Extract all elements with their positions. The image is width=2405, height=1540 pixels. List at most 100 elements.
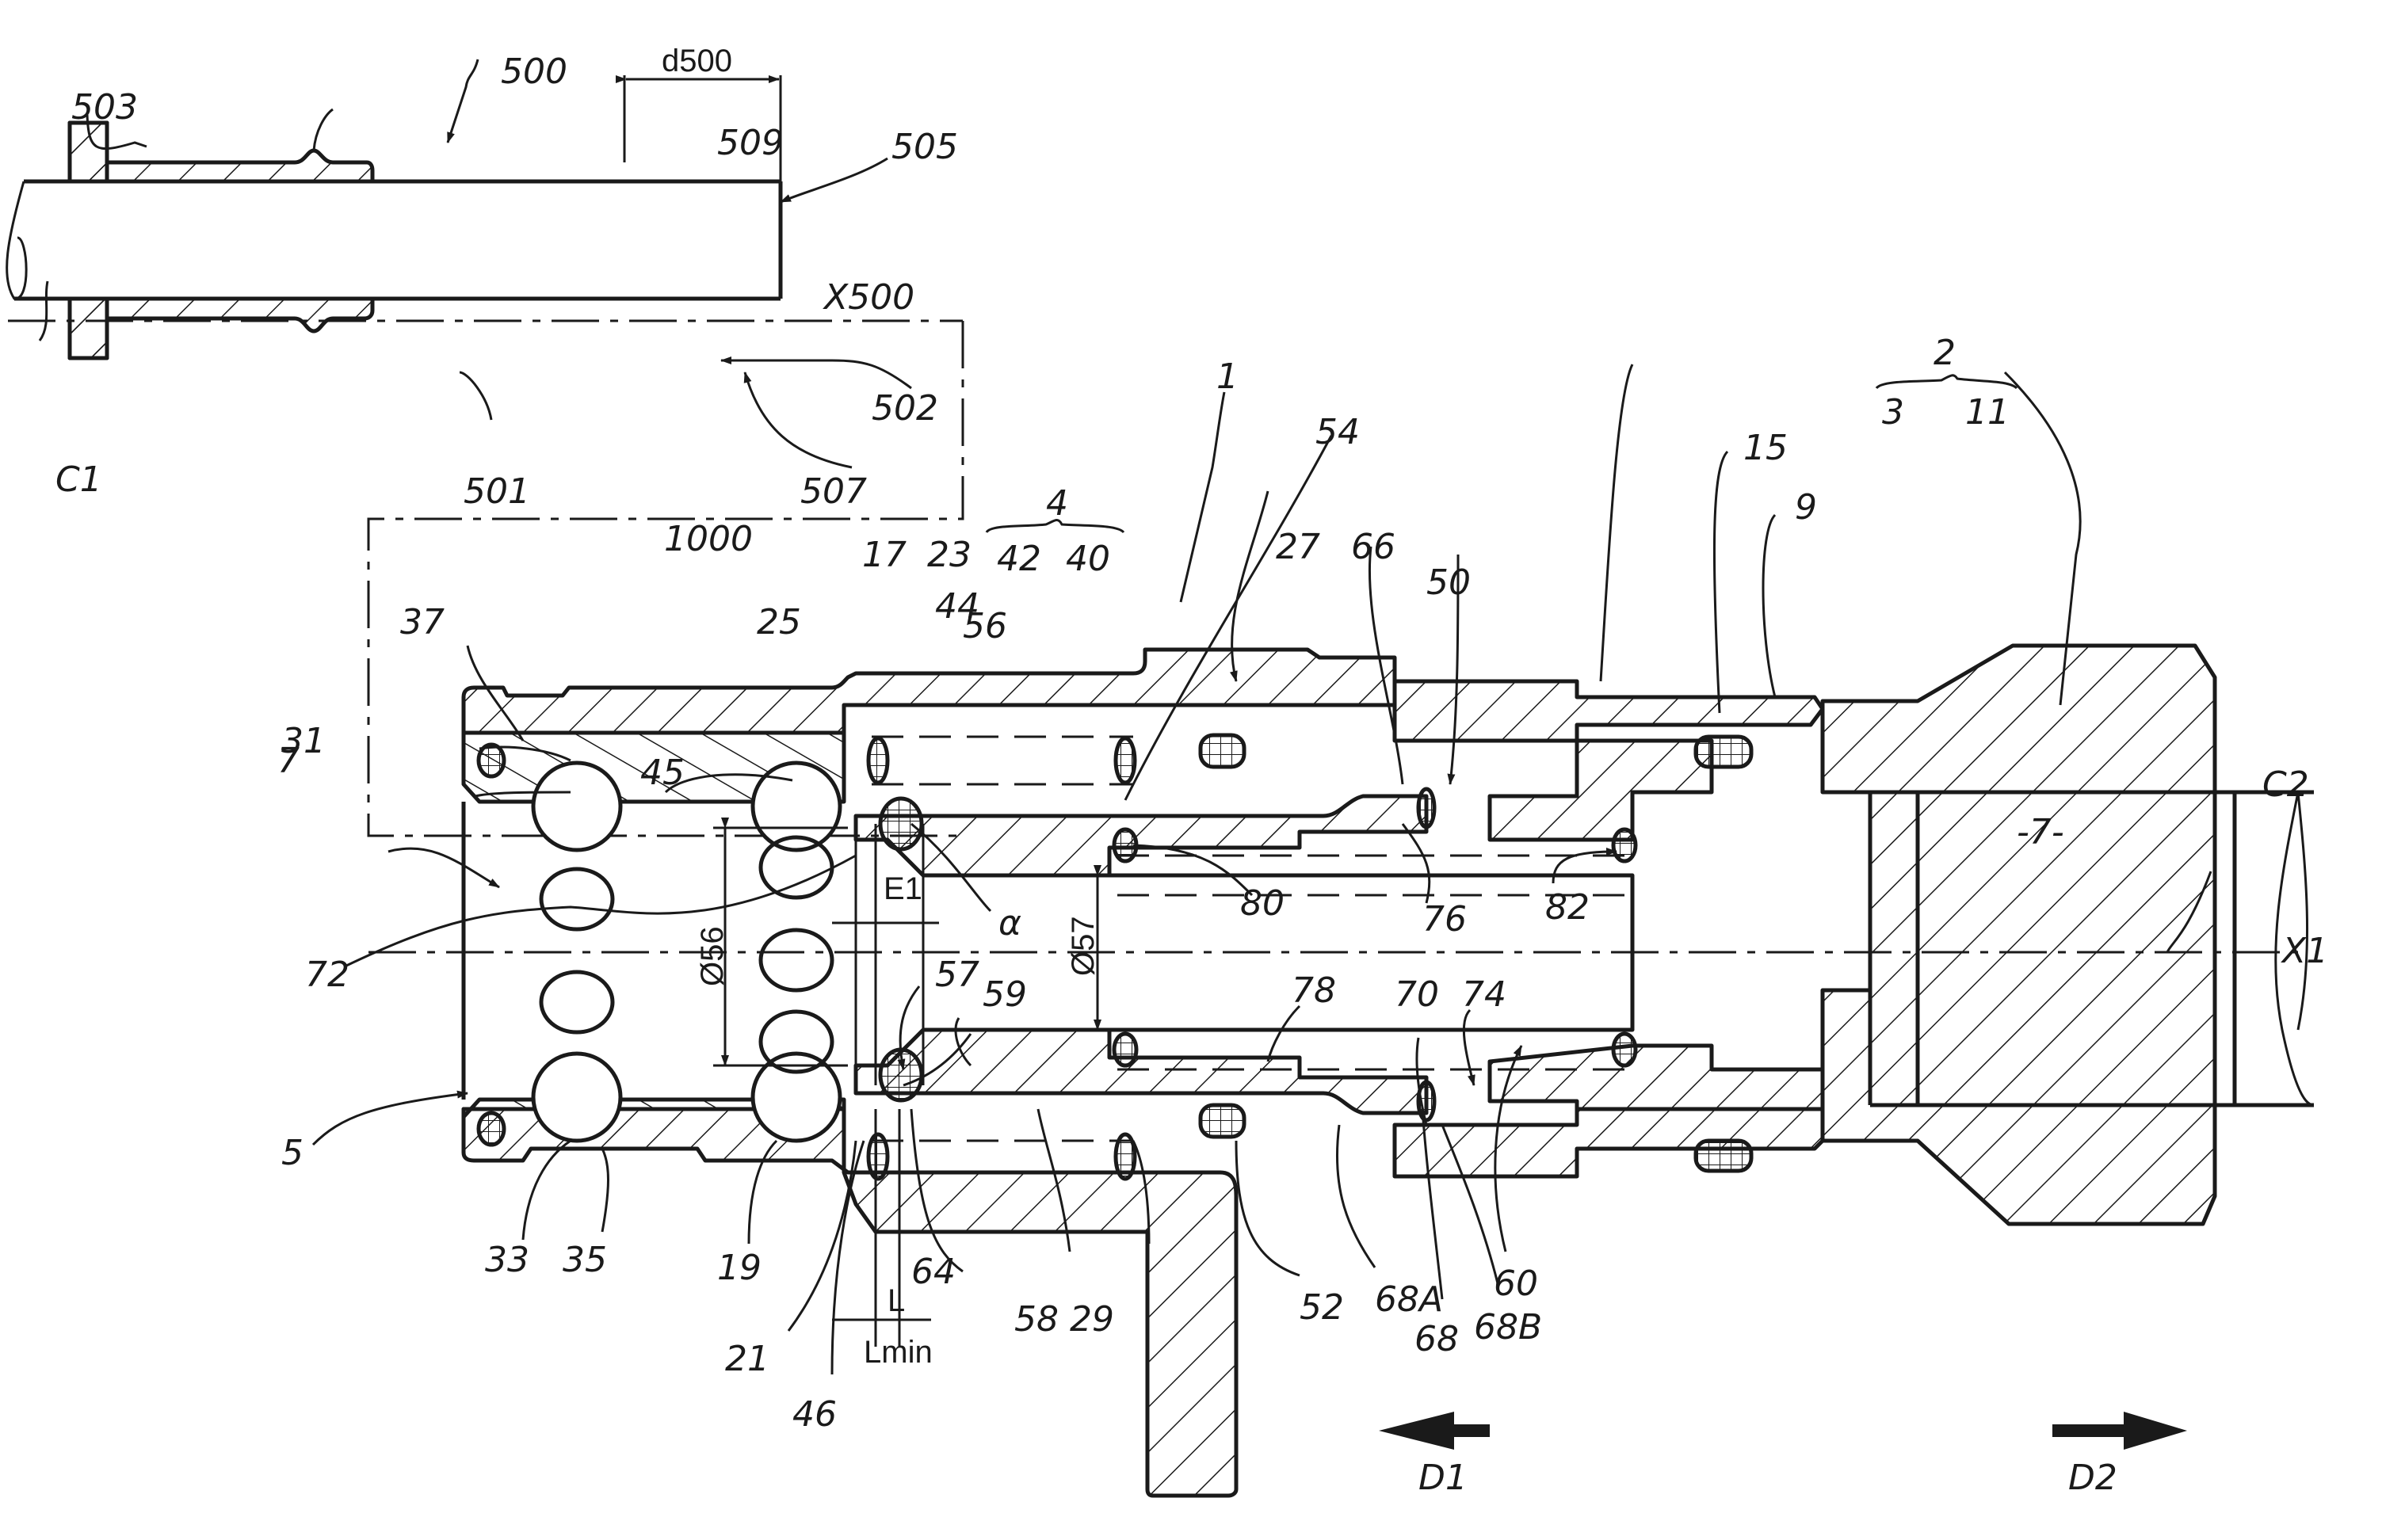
label-1000: 1000 <box>664 519 753 559</box>
label-501: 501 <box>464 471 530 512</box>
label-17: 17 <box>862 535 907 575</box>
label-70: 70 <box>1395 974 1439 1015</box>
label-42: 42 <box>997 539 1041 579</box>
leader-lines <box>38 59 2212 1375</box>
coupling-assembly <box>367 75 2315 1498</box>
label-inner-7: -7- <box>2017 812 2064 852</box>
body-17-bottom <box>461 1107 1239 1498</box>
label-57: 57 <box>935 955 979 995</box>
label-d500: d500 <box>662 44 732 78</box>
label-l: L <box>888 1283 905 1318</box>
label-5: 5 <box>281 1133 303 1173</box>
label-23: 23 <box>927 535 972 575</box>
seal-52-top <box>1198 733 1246 769</box>
label-dia57: Ø57 <box>1066 916 1101 976</box>
label-e1: E1 <box>884 871 922 906</box>
label-68b: 68B <box>1474 1307 1542 1348</box>
label-d2: D2 <box>2068 1458 2117 1498</box>
label-54: 54 <box>1315 412 1360 452</box>
label-509: 509 <box>717 123 784 163</box>
ball-19-bottom <box>750 1051 842 1143</box>
label-52: 52 <box>1300 1287 1344 1328</box>
valve-seat-60-top <box>1487 738 1714 842</box>
label-45: 45 <box>640 753 685 793</box>
body-3-bottom <box>1392 1107 1825 1179</box>
label-x500: X500 <box>823 277 914 318</box>
ball-33-bottom <box>531 1051 623 1143</box>
label-46: 46 <box>792 1394 837 1435</box>
label-35: 35 <box>563 1240 607 1280</box>
valve-sleeve-40-bottom <box>853 1027 1429 1115</box>
direction-arrow-d2 <box>2052 1412 2187 1450</box>
label-alpha: α <box>998 903 1021 943</box>
label-3: 3 <box>1882 392 1904 433</box>
label-80: 80 <box>1240 883 1285 924</box>
label-66: 66 <box>1351 527 1395 567</box>
label-82: 82 <box>1545 887 1590 928</box>
label-1: 1 <box>1216 356 1239 397</box>
body-17-top <box>461 647 1397 735</box>
label-21: 21 <box>725 1339 769 1379</box>
label-9: 9 <box>1795 487 1817 528</box>
pipe-break-left <box>6 181 28 300</box>
label-76: 76 <box>1422 899 1467 940</box>
label-31: 31 <box>281 721 326 761</box>
seal-15-top <box>1693 734 1754 769</box>
seal-78-bottom-left <box>1112 1031 1139 1068</box>
spring-29-coil-top-left <box>866 736 890 785</box>
seal-68 <box>1416 787 1437 829</box>
brace-2 <box>1875 374 2018 390</box>
label-60: 60 <box>1494 1264 1538 1304</box>
label-502: 502 <box>872 388 938 429</box>
pipe-c2-break <box>2274 791 2315 1107</box>
seal-52-bottom <box>1198 1103 1246 1139</box>
seal-31-top <box>476 742 506 779</box>
flange-503-bottom <box>67 296 109 360</box>
body-3-top <box>1392 679 1825 743</box>
label-58: 58 <box>1014 1299 1059 1340</box>
spring-29-coil-top-right <box>1113 736 1137 785</box>
end-piece-bottom-wall <box>67 296 375 360</box>
end-piece-500-outline <box>67 120 109 360</box>
label-68a: 68A <box>1375 1279 1443 1320</box>
seal-80 <box>1112 827 1139 863</box>
label-503: 503 <box>71 87 138 128</box>
cage-hole <box>539 867 615 932</box>
cage-hole <box>758 1009 834 1074</box>
label-x1: X1 <box>2281 931 2328 971</box>
seal-82 <box>1611 827 1638 863</box>
seal-78-bottom-right <box>1611 1031 1638 1068</box>
spring-29-coil-bot-right <box>1113 1132 1137 1181</box>
seal-31-bottom <box>476 1111 506 1147</box>
flange-503-top <box>67 120 109 184</box>
label-c2: C2 <box>2262 764 2309 805</box>
label-68: 68 <box>1414 1319 1459 1359</box>
ball-33-top <box>531 760 623 852</box>
label-50: 50 <box>1426 562 1471 603</box>
label-19: 19 <box>717 1248 762 1288</box>
label-lmin: Lmin <box>864 1335 933 1370</box>
brace-4 <box>985 519 1125 534</box>
label-59: 59 <box>983 974 1027 1015</box>
valve-sleeve-40-top <box>853 794 1429 878</box>
label-72: 72 <box>305 955 349 995</box>
label-2: 2 <box>1934 333 1956 373</box>
label-505: 505 <box>891 127 958 167</box>
label-37: 37 <box>400 602 445 642</box>
label-c1: C1 <box>55 459 102 500</box>
label-15: 15 <box>1743 428 1788 468</box>
label-dia56: Ø56 <box>695 926 730 986</box>
label-7: 7 <box>277 741 300 781</box>
label-11: 11 <box>1965 392 2010 433</box>
label-29: 29 <box>1070 1299 1114 1340</box>
label-d1: D1 <box>1418 1458 1468 1498</box>
nut-11 <box>1820 643 2217 1226</box>
label-78: 78 <box>1292 970 1336 1011</box>
label-500: 500 <box>501 51 567 92</box>
label-74: 74 <box>1462 974 1506 1015</box>
cage-hole <box>539 970 615 1035</box>
direction-arrow-d1 <box>1379 1412 1490 1450</box>
label-40: 40 <box>1066 539 1110 579</box>
label-507: 507 <box>800 471 867 512</box>
male-end-piece-500 <box>6 120 963 360</box>
